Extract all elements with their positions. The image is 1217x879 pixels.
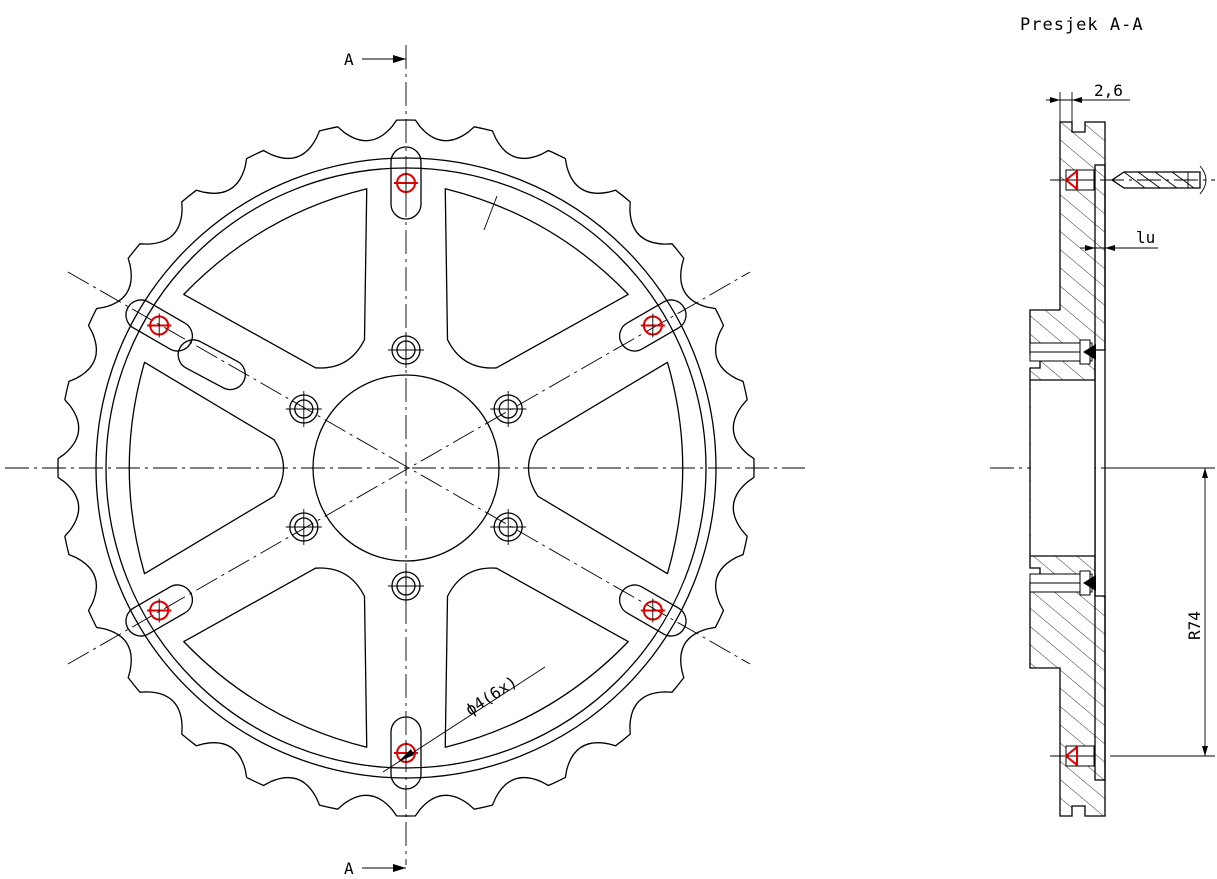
pocket-6: [128, 361, 285, 575]
lightening-pockets: [128, 188, 684, 748]
section-drill-upper: [1050, 168, 1095, 192]
pocket-5: [183, 567, 368, 748]
dim-radius-label: R74: [1185, 611, 1204, 640]
section-title: Presjek A-A: [1020, 15, 1144, 35]
dimension-radius: R74: [1110, 467, 1215, 757]
drill-marks: [147, 171, 665, 765]
section-arrow-bottom: A: [344, 859, 406, 878]
slot-1: [390, 146, 422, 220]
dim-thickness-label: 2,6: [1094, 81, 1123, 100]
slot-3: [618, 584, 687, 637]
front-view: A A ϕ4(6x): [5, 45, 805, 878]
section-plate: [1094, 164, 1106, 781]
section-view: Presjek A-A: [990, 15, 1215, 817]
slot-2: [618, 299, 687, 352]
slot-7: [177, 339, 246, 391]
mounting-slots: [125, 146, 687, 790]
drill-bit-icon: [1100, 165, 1215, 195]
section-marker-bottom: A: [344, 859, 354, 878]
section-arrow-top: A: [344, 50, 406, 69]
bolt-holes: [285, 332, 527, 604]
section-drill-lower: [1050, 744, 1095, 768]
diagonal-centerline-2: [67, 271, 751, 665]
section-bolt-lower: [1029, 570, 1096, 596]
radius-leader: [483, 195, 498, 231]
hole-dimension-label: ϕ4(6x): [462, 672, 521, 719]
outer-ring-circle: [95, 157, 717, 779]
sprocket-teeth-outline: [57, 119, 755, 817]
pocket-4: [444, 567, 629, 748]
inner-ring-circle: [105, 167, 707, 769]
section-marker-top: A: [344, 50, 354, 69]
pocket-3: [527, 361, 684, 575]
slot-5: [125, 584, 194, 637]
section-bolt-upper: [1029, 339, 1096, 365]
dim-lu-label: lu: [1136, 228, 1155, 247]
central-hub: [312, 374, 500, 562]
dimension-lu: lu: [1080, 228, 1158, 255]
slot-6: [125, 299, 194, 352]
pocket-1: [183, 188, 368, 369]
slot-4: [390, 716, 422, 790]
dimension-thickness: 2,6: [1046, 81, 1130, 122]
pocket-2: [444, 188, 629, 369]
